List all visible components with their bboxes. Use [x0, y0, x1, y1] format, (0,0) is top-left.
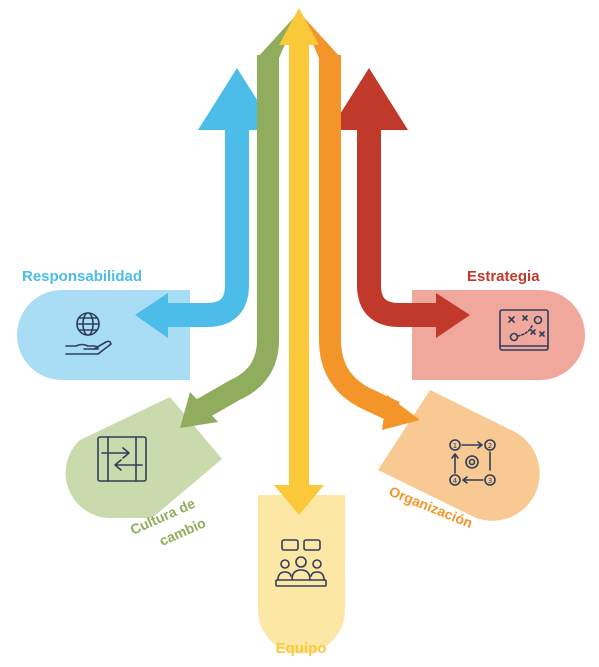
equipo-arrowhead-bottom: [274, 485, 324, 515]
svg-text:2: 2: [488, 442, 492, 450]
equipo-label: Equipo: [276, 640, 327, 657]
organizacion-tab: [378, 390, 540, 521]
estrategia-label: Estrategia: [467, 268, 540, 285]
equipo-tab: [258, 495, 345, 654]
responsabilidad-label: Responsabilidad: [22, 268, 142, 285]
green-arrowhead-top: [257, 12, 299, 58]
estrategia-arrowhead-top: [330, 68, 408, 130]
process-steps-icon: 1 2 3 4: [449, 439, 496, 486]
swap-arrows-icon: [97, 436, 147, 482]
cultura-arrowhead-side: [180, 392, 218, 428]
team-meeting-icon: [275, 539, 327, 587]
svg-text:4: 4: [453, 477, 458, 485]
globe-hand-icon: [65, 312, 112, 355]
organizacion-arrowhead-side: [382, 395, 420, 430]
estrategia-arrow: [357, 128, 440, 327]
responsabilidad-arrowhead-top: [198, 68, 276, 130]
svg-text:1: 1: [453, 442, 457, 450]
estrategia-arrowhead-side: [436, 293, 470, 338]
svg-text:3: 3: [488, 477, 492, 485]
orange-arrowhead-top: [299, 12, 341, 58]
responsabilidad-arrow: [160, 128, 249, 327]
cultura-arrow: [194, 55, 279, 420]
responsabilidad-arrowhead-side: [135, 293, 168, 338]
strategy-board-icon: [499, 309, 549, 351]
equipo-arrowhead-top: [279, 8, 319, 45]
organizacion-arrow: [319, 55, 400, 422]
